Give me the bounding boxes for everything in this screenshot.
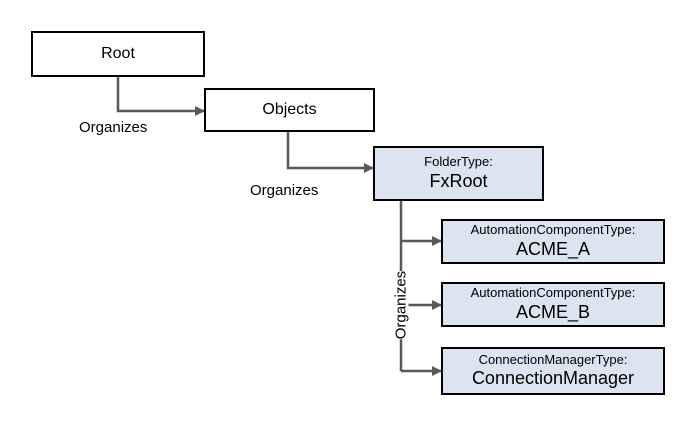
- node-acme-a-type: AutomationComponentType:: [470, 222, 636, 238]
- node-fxroot[interactable]: FolderType: FxRoot: [373, 146, 544, 201]
- node-root-name: Root: [101, 45, 135, 63]
- connector-objects-to-fxroot: [286, 132, 374, 173]
- node-fxroot-name: FxRoot: [429, 170, 488, 191]
- node-fxroot-type: FolderType:: [424, 154, 493, 170]
- node-connection-manager[interactable]: ConnectionManagerType: ConnectionManager: [441, 347, 665, 395]
- reference-label-objects-fxroot: Organizes: [250, 182, 319, 199]
- node-acme-b[interactable]: AutomationComponentType: ACME_B: [441, 282, 665, 327]
- node-acme-a-name: ACME_A: [515, 238, 591, 259]
- reference-label-fxroot-children: Organizes: [392, 270, 410, 340]
- node-objects[interactable]: Objects: [204, 88, 375, 132]
- node-acme-a[interactable]: AutomationComponentType: ACME_A: [441, 219, 665, 264]
- reference-label-root-objects: Organizes: [79, 119, 148, 136]
- node-root[interactable]: Root: [31, 31, 205, 77]
- node-objects-name: Objects: [262, 101, 317, 119]
- node-acme-b-type: AutomationComponentType:: [470, 285, 636, 301]
- connector-root-to-objects: [116, 77, 205, 116]
- node-connection-manager-type: ConnectionManagerType:: [478, 351, 628, 367]
- node-connection-manager-name: ConnectionManager: [471, 368, 635, 389]
- node-acme-b-name: ACME_B: [515, 301, 591, 322]
